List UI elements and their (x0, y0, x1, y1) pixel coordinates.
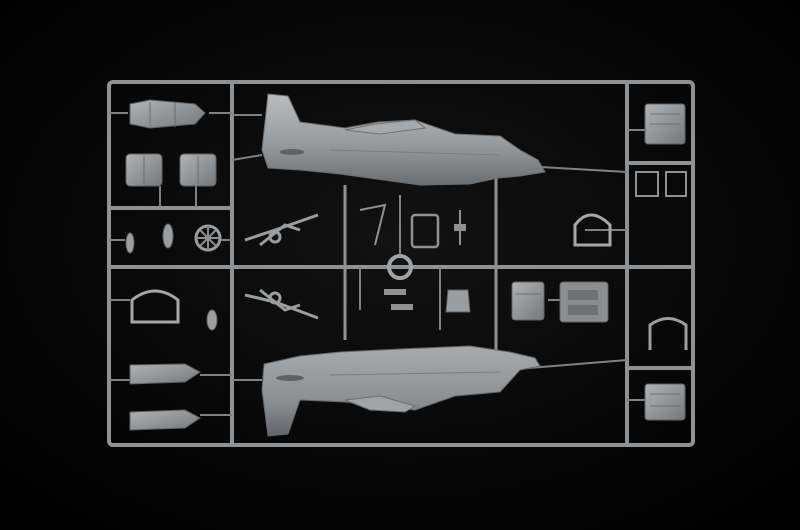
canopy-frame-part (130, 289, 180, 324)
landing-gear-strut-lower (244, 288, 319, 320)
center-small-parts (359, 203, 466, 310)
frame-parts-right (635, 171, 687, 197)
cockpit-frame-part (573, 213, 612, 247)
cowling-part-top (129, 99, 206, 129)
engine-fan-part (194, 224, 222, 252)
panel-part-bottom-right (644, 383, 686, 421)
landing-gear-strut-upper (244, 213, 319, 247)
exhaust-part-lower (129, 409, 201, 431)
cockpit-floor-part (559, 281, 609, 323)
seat-back-part (648, 317, 688, 350)
cowling-part-left (125, 153, 163, 187)
cowling-part-right (179, 153, 217, 187)
bracket-part (445, 289, 471, 313)
panel-part-top-right (644, 103, 686, 145)
center-ring-part (387, 254, 413, 280)
small-disc-part (206, 309, 218, 331)
exhaust-part-upper (129, 363, 201, 385)
instrument-panel-part (511, 281, 545, 321)
small-part-pod (162, 223, 174, 249)
sprue-frame (107, 80, 695, 447)
fuselage-half-upper (261, 93, 546, 186)
small-part-cone (125, 232, 135, 254)
fuselage-half-lower (261, 345, 541, 437)
